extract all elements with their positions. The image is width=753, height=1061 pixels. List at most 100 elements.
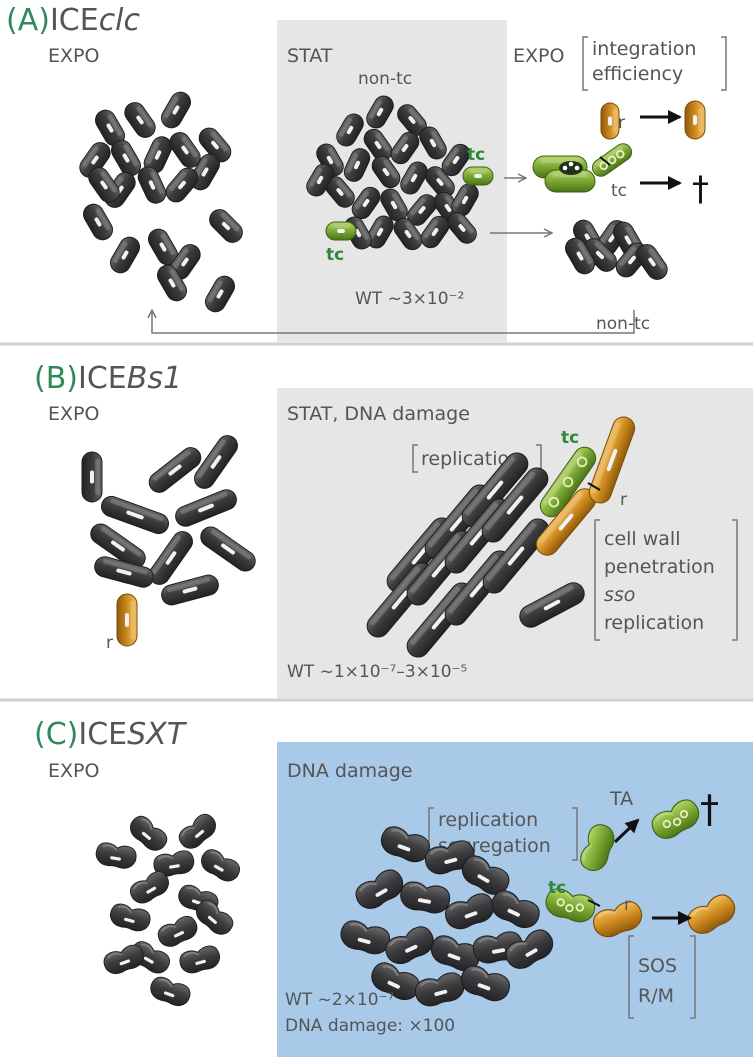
bacterial-cell	[425, 166, 455, 198]
cell-wall-bracket: cell wall penetration sso replication	[594, 519, 738, 641]
panel-b: (B)ICEBs1 EXPO STAT, DNA damage replicat…	[34, 361, 753, 698]
bacterial-cell	[306, 163, 334, 197]
transconjugant-cell	[545, 888, 596, 923]
vibrio-cell	[130, 871, 169, 904]
bacterial-cell	[148, 447, 202, 493]
panel-a-ice: ICE	[50, 3, 99, 38]
vibrio-cell	[460, 965, 510, 1002]
vibrio-cell	[424, 840, 475, 875]
panel-a-letter: (A)	[6, 3, 50, 38]
bacterial-cell	[149, 531, 193, 585]
stat-label: STAT	[287, 45, 333, 67]
tc-label-b: tc	[561, 428, 579, 448]
vibrio-cell	[505, 929, 554, 969]
panel-b-cells	[81, 416, 636, 658]
panel-a-ice-name: clc	[99, 3, 141, 38]
vibrio-cell	[380, 826, 430, 863]
vibrio-cell	[414, 972, 465, 1007]
frequency-c: WT ~2×10⁻⁷	[285, 990, 395, 1010]
arrow-return-cycle	[152, 310, 635, 334]
conjugation-link-b	[587, 482, 601, 491]
tc-label-stat: tc	[326, 245, 344, 265]
damage-note: DNA damage: ×100	[285, 1016, 455, 1036]
bacterial-cell	[161, 574, 219, 606]
panel-c-ice: ICE	[78, 717, 127, 752]
vibrio-cell	[109, 903, 151, 932]
panel-c-letter: (C)	[34, 717, 78, 752]
panel-c-cells	[95, 799, 736, 1007]
bacterial-cell	[461, 452, 529, 528]
expo-label-b: EXPO	[48, 403, 99, 425]
condition-label-b: STAT, DNA damage	[287, 403, 470, 425]
integration-bracket: integration efficiency	[582, 36, 727, 91]
panel-a: (A)ICEclc EXPO STAT non-tc EXPO integrat…	[6, 3, 727, 342]
vibrio-cell	[157, 915, 198, 947]
vibrio-cell	[201, 849, 240, 882]
bacterial-cell	[205, 275, 235, 313]
bacterial-cell	[198, 127, 232, 163]
bacterial-cell	[366, 95, 394, 129]
bacterial-cell	[565, 237, 595, 275]
panel-b-ice: ICE	[78, 361, 127, 396]
bacterial-cell	[420, 215, 450, 249]
bacterial-cell	[194, 435, 238, 489]
vibrio-cell	[150, 976, 191, 1007]
bacterial-cell	[390, 131, 420, 165]
frequency-a: WT ~3×10⁻²	[355, 289, 464, 309]
bracket-rm: R/M	[638, 985, 674, 1007]
non-tc-label-bottom: non-tc	[596, 314, 650, 334]
death-dagger-c: †	[700, 787, 719, 831]
bacterial-cell	[124, 102, 156, 138]
frequency-b: WT ~1×10⁻⁷–3×10⁻⁵	[287, 662, 467, 682]
bacterial-cell	[209, 209, 243, 243]
r-label-b-expo: r	[106, 633, 113, 653]
bacterial-cell	[88, 167, 120, 203]
transfer-complex	[559, 161, 583, 175]
bacterial-cell	[481, 467, 549, 543]
bacterial-cell	[111, 139, 141, 177]
transconjugant-cell	[462, 166, 494, 186]
bracket-sso: sso	[604, 584, 635, 606]
panel-b-letter: (B)	[34, 361, 78, 396]
ta-label: TA	[609, 788, 633, 810]
bacterial-cell	[79, 142, 111, 178]
panel-c-ice-name: SXT	[127, 717, 188, 752]
conjugation-link	[599, 156, 611, 166]
vibrio-cell	[103, 944, 144, 975]
vibrio-cell	[371, 962, 420, 1000]
non-tc-label-top: non-tc	[358, 69, 412, 89]
recipient-cell	[687, 894, 736, 934]
recipient-cell	[600, 102, 620, 140]
panel-a-title: (A)ICEclc	[6, 3, 141, 38]
transconjugant-cell	[539, 446, 597, 518]
transconjugant-cell	[325, 221, 357, 241]
conjugation-link-c	[587, 899, 601, 907]
r-label-b: r	[620, 490, 627, 510]
transconjugant-cell	[591, 143, 633, 177]
panel-c: (C)ICESXT EXPO DNA damage replication se…	[34, 717, 753, 1057]
bacterial-cell	[447, 212, 477, 244]
tc-label-donor: tc	[467, 145, 485, 165]
recipient-cell	[684, 100, 706, 140]
vibrio-cell	[179, 945, 221, 974]
bracket-penetration: penetration	[604, 556, 715, 578]
vibrio-cell	[196, 899, 234, 935]
vibrio-cell	[445, 893, 495, 930]
bracket-replication: replication	[421, 448, 521, 470]
vibrio-cell	[130, 815, 168, 851]
bracket-replication-c: replication	[438, 809, 538, 831]
expo-label-left: EXPO	[48, 45, 99, 67]
bacterial-cell	[400, 161, 428, 195]
bacterial-cell	[90, 523, 146, 569]
vibrio-cell	[153, 850, 195, 877]
bacterial-cell	[83, 203, 113, 241]
tc-label-c: tc	[548, 878, 566, 898]
panel-a-cells	[79, 91, 706, 313]
tc-label-recipient: tc	[611, 181, 627, 201]
death-dagger-a: †	[692, 169, 709, 209]
bacterial-cell	[175, 489, 237, 527]
bacterial-cell	[200, 526, 256, 572]
recipient-cell	[593, 901, 643, 938]
bacterial-cell	[393, 217, 423, 251]
